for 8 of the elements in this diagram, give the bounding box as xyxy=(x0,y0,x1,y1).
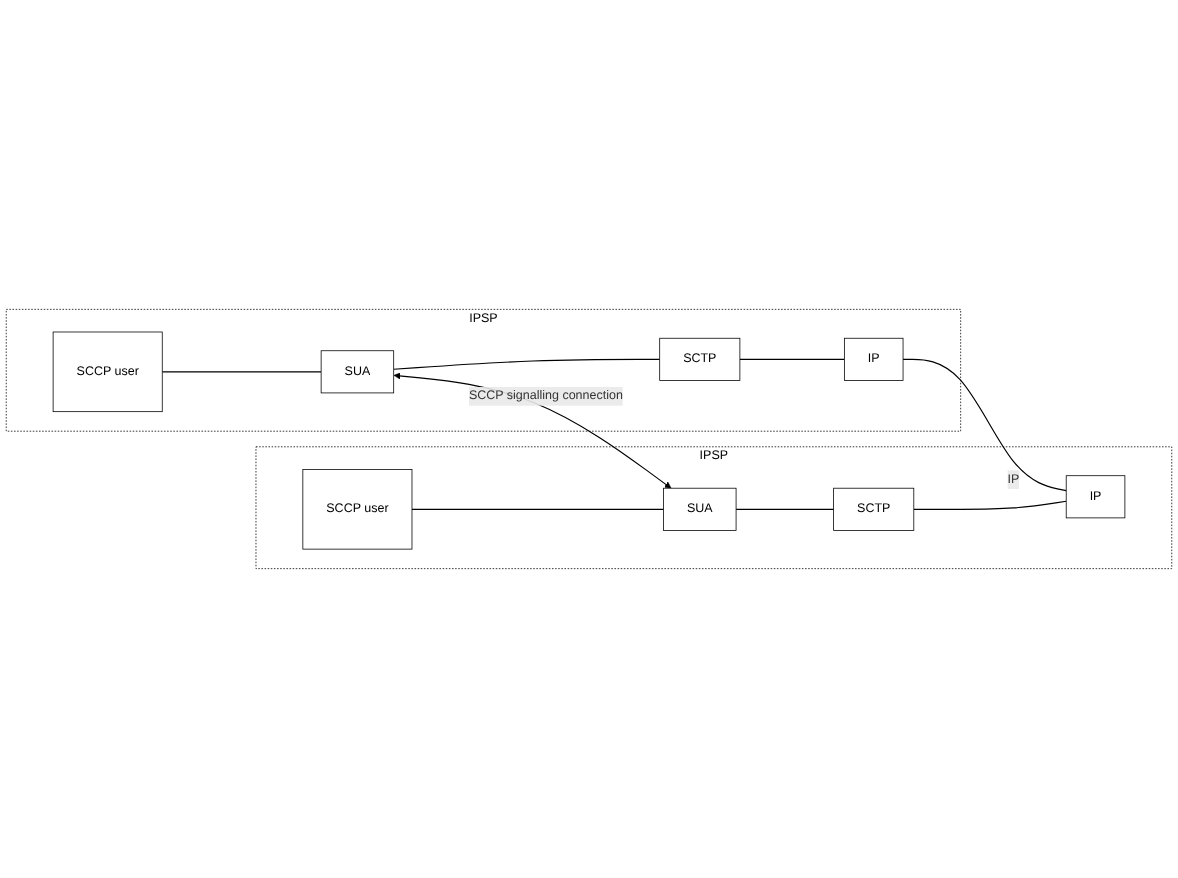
connector xyxy=(902,358,1067,492)
connector xyxy=(411,508,665,510)
connector xyxy=(739,358,845,360)
connector xyxy=(393,358,661,370)
arrow xyxy=(393,372,672,489)
connector xyxy=(735,508,835,510)
connector xyxy=(913,500,1067,510)
connector xyxy=(161,371,322,373)
